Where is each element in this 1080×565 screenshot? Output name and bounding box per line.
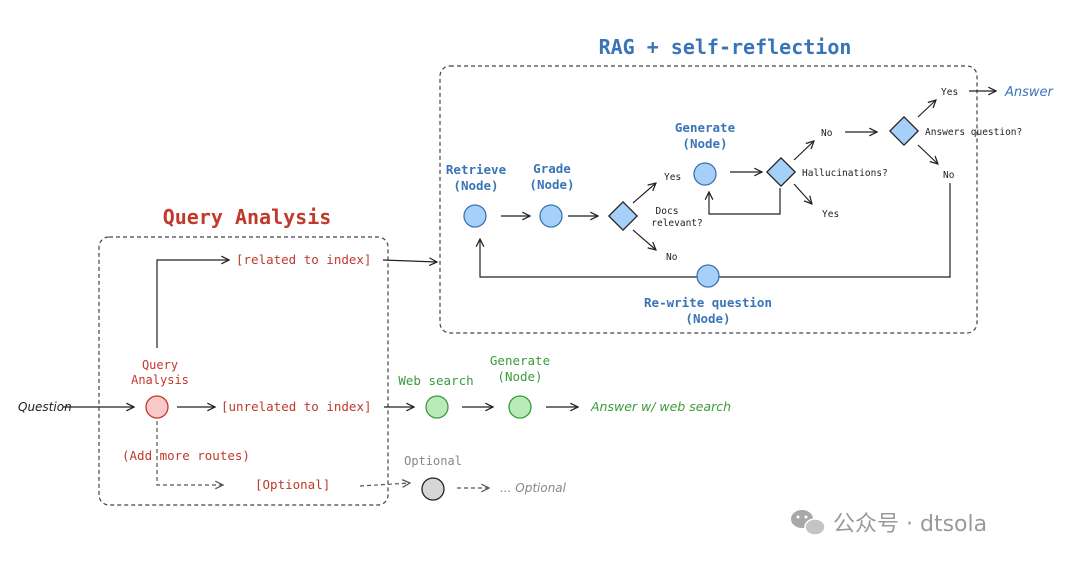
generate-rag-sublabel: (Node) xyxy=(682,136,727,151)
generate-web-node xyxy=(508,395,532,419)
generate-web-sublabel: (Node) xyxy=(497,369,542,384)
edge-docs-yes xyxy=(632,183,656,204)
answers-question-label: Answers question? xyxy=(925,127,1022,138)
yes-hall-label: Yes xyxy=(822,209,839,220)
edge-ans-yes xyxy=(917,100,936,118)
optional-route-label: [Optional] xyxy=(255,477,330,492)
answers-question-diamond xyxy=(888,115,920,147)
qa-node-label: Query xyxy=(142,358,178,372)
edge-no-rewrite xyxy=(480,183,951,278)
answer-label: Answer xyxy=(1004,85,1055,100)
generate-web-label: Generate xyxy=(490,353,550,368)
grade-label: Grade xyxy=(533,161,571,176)
edge-hall-loop xyxy=(709,188,781,215)
watermark-text: 公众号 · dtsola xyxy=(833,512,987,537)
web-search-label: Web search xyxy=(398,373,473,388)
query-analysis-container xyxy=(98,236,389,506)
hallucinations-diamond xyxy=(765,156,797,188)
optional-node-label: Optional xyxy=(404,454,462,468)
question-label: Question xyxy=(18,400,72,414)
rewrite-node xyxy=(696,264,720,288)
edge-qa-related xyxy=(156,260,229,348)
generate-rag-node xyxy=(693,162,717,186)
qa-node-sublabel: Analysis xyxy=(131,373,189,387)
related-route-label: [related to index] xyxy=(236,252,371,267)
edge-optional-node xyxy=(359,483,410,486)
edge-qa-optional xyxy=(156,421,223,485)
edge-related-rag xyxy=(382,260,437,262)
query-analysis-title: Query Analysis xyxy=(163,205,332,229)
docs-relevant-label-2: relevant? xyxy=(651,218,702,229)
optional-end-label: ... Optional xyxy=(500,481,567,495)
no-ans-label: No xyxy=(943,170,955,181)
retrieve-label: Retrieve xyxy=(446,162,507,177)
edge-hall-no xyxy=(793,141,814,161)
retrieve-sublabel: (Node) xyxy=(453,178,498,193)
rag-title: RAG + self-reflection xyxy=(599,35,852,59)
rag-container xyxy=(439,65,978,334)
answer-web-label: Answer w/ web search xyxy=(590,399,731,414)
edge-ans-no xyxy=(917,144,938,164)
retrieve-node xyxy=(463,204,487,228)
rewrite-label: Re-write question xyxy=(644,295,772,310)
wechat-icon xyxy=(791,510,826,536)
hallucinations-label: Hallucinations? xyxy=(802,168,888,179)
grade-node xyxy=(539,204,563,228)
generate-rag-label: Generate xyxy=(675,120,736,135)
grade-sublabel: (Node) xyxy=(529,177,574,192)
rewrite-sublabel: (Node) xyxy=(685,311,730,326)
web-search-node xyxy=(425,395,449,419)
query-analysis-node xyxy=(145,395,169,419)
add-more-routes-label: (Add more routes) xyxy=(122,448,250,463)
unrelated-route-label: [unrelated to index] xyxy=(221,399,372,414)
optional-node xyxy=(421,477,445,501)
docs-relevant-diamond xyxy=(607,200,639,232)
no-docs-label: No xyxy=(666,252,678,263)
yes-ans-label: Yes xyxy=(941,87,958,98)
yes-docs-label: Yes xyxy=(664,172,681,183)
edge-hall-yes xyxy=(793,183,812,204)
no-hall-label: No xyxy=(821,128,833,139)
docs-relevant-label: Docs xyxy=(656,206,679,217)
edge-docs-no xyxy=(632,229,656,250)
